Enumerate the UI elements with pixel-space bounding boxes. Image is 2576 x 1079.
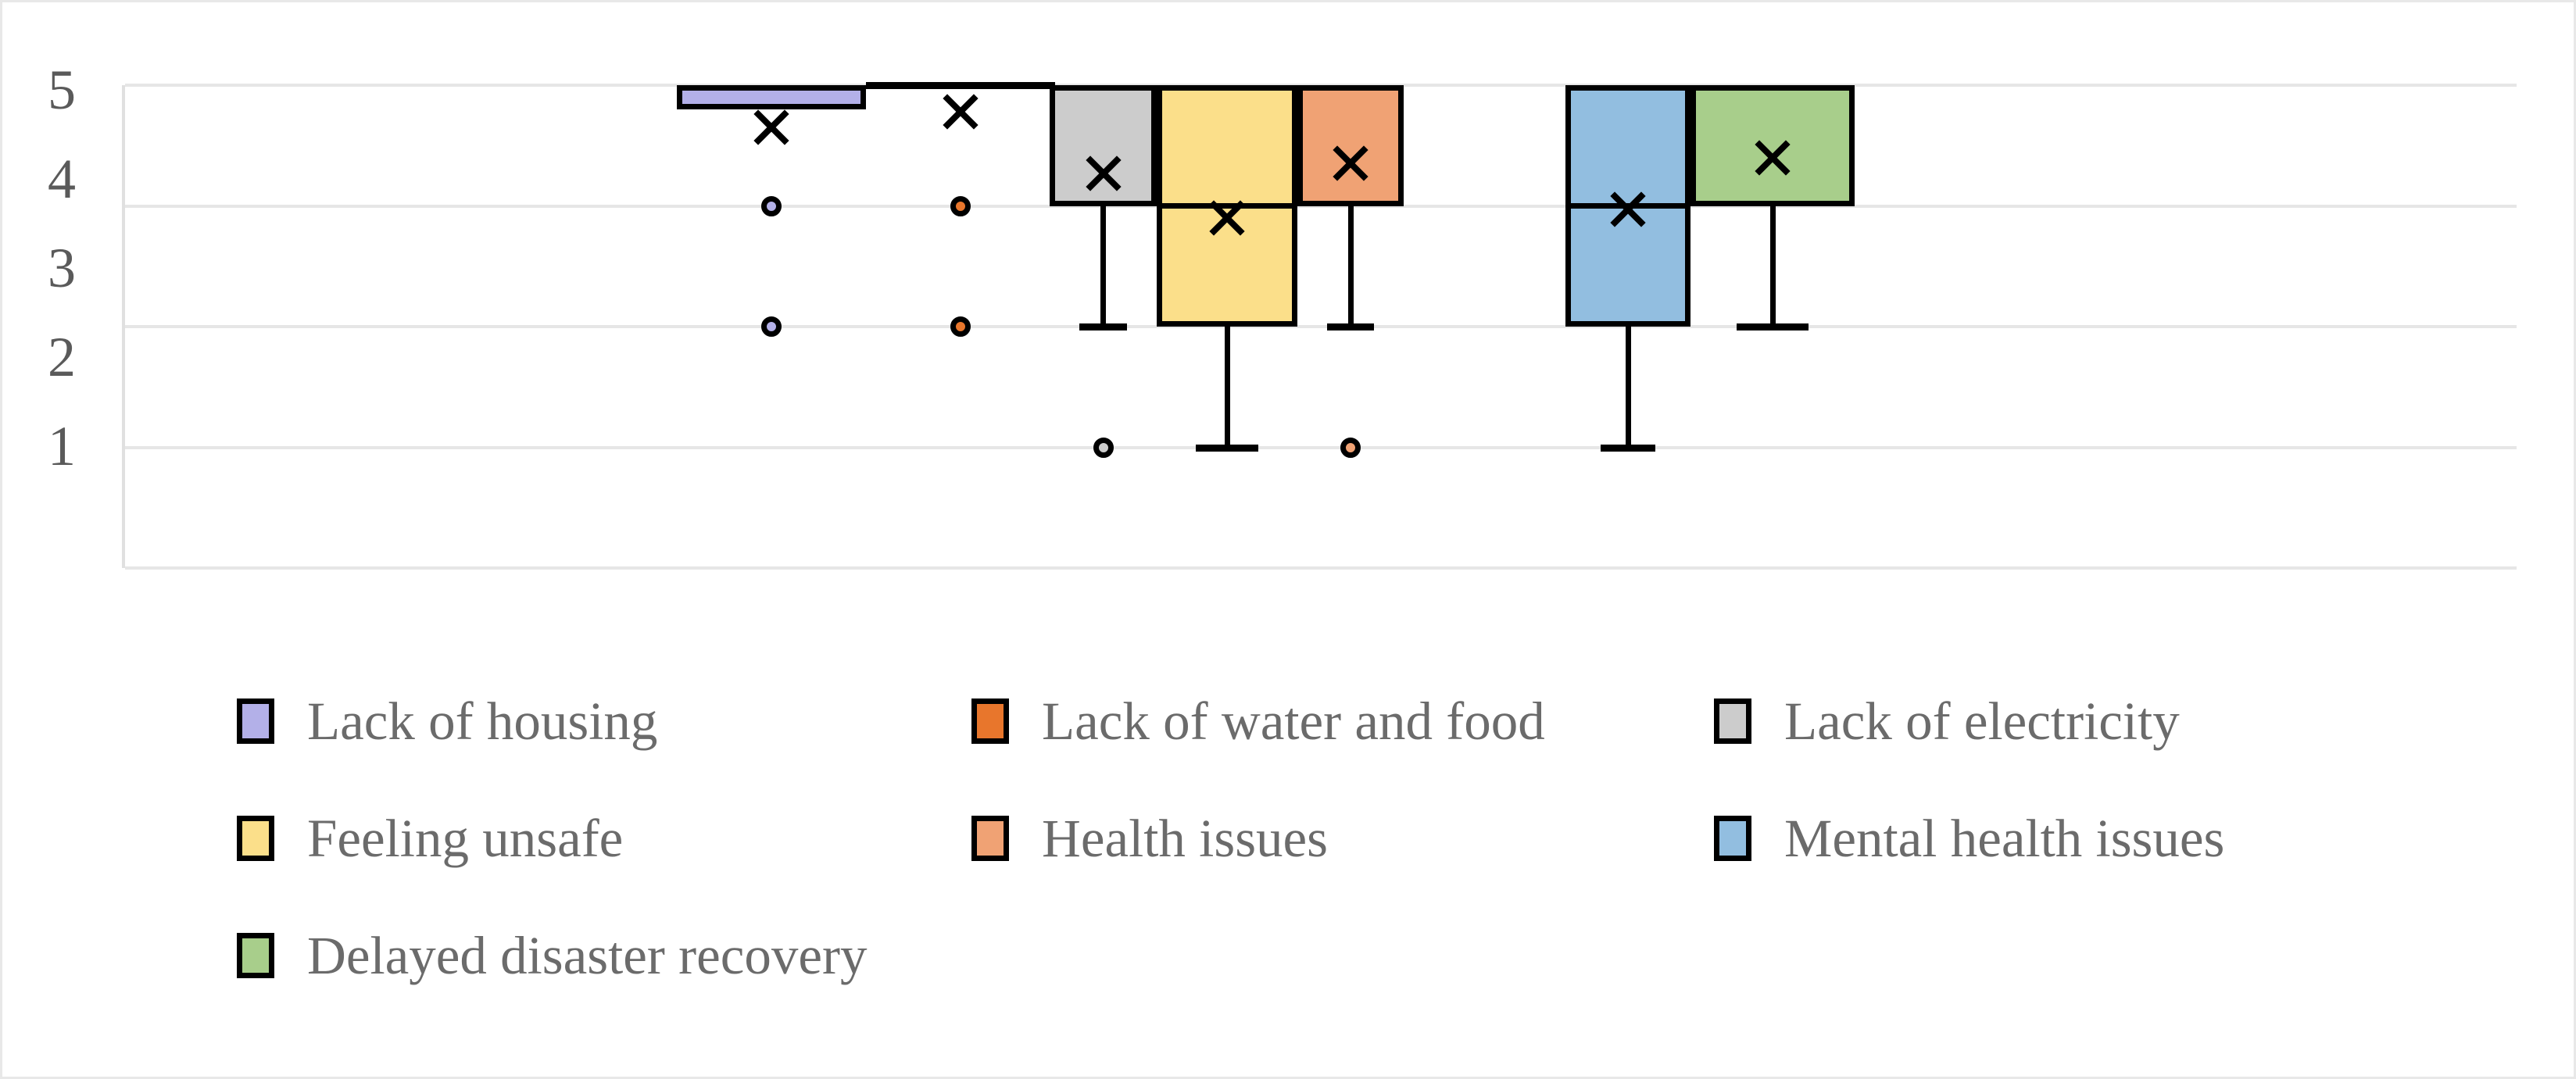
gridline-2 bbox=[125, 445, 2517, 449]
legend-item[interactable]: Delayed disaster recovery bbox=[237, 925, 971, 985]
outlier-point bbox=[761, 195, 782, 216]
legend-swatch-icon bbox=[237, 816, 274, 861]
legend-item[interactable]: Health issues bbox=[971, 808, 1714, 868]
legend-item[interactable]: Feeling unsafe bbox=[237, 808, 971, 868]
legend-swatch-icon bbox=[1714, 698, 1751, 744]
outlier-point bbox=[950, 195, 971, 216]
whisker-lower-stem bbox=[1347, 205, 1354, 327]
legend-swatch-icon bbox=[237, 698, 274, 744]
legend-label: Lack of electricity bbox=[1784, 691, 2180, 751]
box-degenerate bbox=[866, 82, 1055, 89]
box-body bbox=[1690, 85, 1855, 206]
box-body bbox=[1050, 85, 1157, 206]
legend-item[interactable]: Lack of electricity bbox=[1714, 691, 2339, 751]
mean-marker-x-icon bbox=[1329, 141, 1372, 185]
legend: Lack of housing Lack of water and food Lac… bbox=[237, 663, 2347, 1014]
mean-marker-x-icon bbox=[750, 105, 793, 149]
legend-row: Feeling unsafe Health issues Mental health… bbox=[237, 780, 2347, 897]
legend-swatch-icon bbox=[971, 698, 1009, 744]
legend-row: Lack of housing Lack of water and food Lac… bbox=[237, 663, 2347, 780]
legend-item[interactable]: Lack of water and food bbox=[971, 691, 1714, 751]
whisker-lower-stem bbox=[1100, 205, 1106, 327]
gridline-1 bbox=[125, 566, 2517, 570]
whisker-lower-cap bbox=[1600, 444, 1656, 452]
outlier-point bbox=[761, 316, 782, 337]
gridline-4 bbox=[125, 204, 2517, 208]
legend-row: Delayed disaster recovery bbox=[237, 897, 2347, 1014]
gridline-3 bbox=[125, 325, 2517, 328]
outlier-point bbox=[1340, 437, 1361, 458]
mean-marker-x-icon bbox=[1751, 136, 1794, 180]
legend-swatch-icon bbox=[237, 933, 274, 978]
legend-item[interactable]: Mental health issues bbox=[1714, 808, 2339, 868]
legend-swatch-icon bbox=[1714, 816, 1751, 861]
y-tick-3: 3 bbox=[48, 237, 76, 299]
whisker-lower-stem bbox=[1625, 327, 1631, 448]
outlier-point bbox=[1093, 437, 1114, 458]
legend-label: Feeling unsafe bbox=[307, 808, 624, 868]
y-tick-2: 2 bbox=[48, 326, 76, 388]
legend-swatch-icon bbox=[971, 816, 1009, 861]
whisker-lower-cap bbox=[1196, 444, 1258, 452]
y-tick-5: 5 bbox=[48, 59, 76, 121]
whisker-lower-cap bbox=[1736, 323, 1809, 330]
mean-marker-x-icon bbox=[939, 90, 982, 134]
whisker-lower-stem bbox=[1224, 327, 1230, 448]
legend-label: Mental health issues bbox=[1784, 808, 2225, 868]
whisker-lower-stem bbox=[1769, 205, 1776, 327]
mean-marker-x-icon bbox=[1082, 152, 1125, 195]
box-body bbox=[1297, 85, 1404, 206]
mean-marker-x-icon bbox=[1205, 196, 1249, 240]
whisker-lower-cap bbox=[1327, 323, 1374, 330]
plot-area bbox=[122, 82, 2517, 570]
legend-label: Delayed disaster recovery bbox=[307, 925, 868, 985]
legend-label: Health issues bbox=[1042, 808, 1329, 868]
mean-marker-x-icon bbox=[1606, 188, 1650, 231]
legend-label: Lack of water and food bbox=[1042, 691, 1545, 751]
y-tick-1: 1 bbox=[48, 415, 76, 477]
outlier-point bbox=[950, 316, 971, 337]
legend-item[interactable]: Lack of housing bbox=[237, 691, 971, 751]
y-tick-4: 4 bbox=[48, 148, 76, 210]
legend-label: Lack of housing bbox=[307, 691, 658, 751]
y-axis-spine bbox=[122, 85, 125, 568]
whisker-lower-cap bbox=[1079, 323, 1127, 330]
